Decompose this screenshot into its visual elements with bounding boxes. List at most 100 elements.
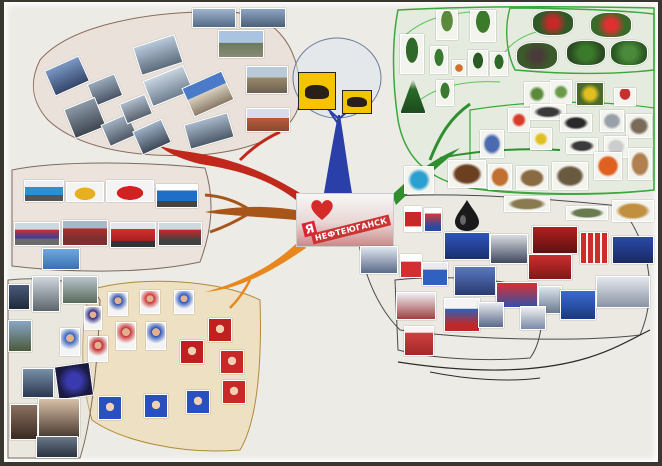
bird-photo [530, 104, 566, 120]
product-photo [396, 292, 436, 320]
animal-photo [448, 160, 486, 188]
bus-photo [156, 184, 198, 208]
product-photo [532, 226, 578, 254]
berry-photo [566, 40, 606, 66]
people-photo [116, 322, 136, 350]
tree-photo [468, 50, 488, 76]
building-photo [246, 108, 290, 132]
industry-photo [8, 320, 32, 352]
berry-photo [590, 12, 632, 38]
plant-photo [576, 82, 604, 106]
product-photo [360, 246, 398, 274]
product-photo [596, 276, 650, 308]
bird-photo [600, 110, 624, 132]
truck-photo [110, 222, 156, 248]
tree-trunk [324, 115, 352, 193]
product-photo [560, 290, 596, 320]
berry-photo [610, 40, 648, 66]
worker-photo [53, 361, 95, 401]
bus-photo [24, 180, 64, 202]
building-photo [246, 66, 288, 94]
animal-photo [594, 152, 622, 180]
mushroom-photo [614, 88, 636, 106]
people-photo [98, 396, 122, 420]
bird-photo [560, 114, 592, 132]
worker-photo [10, 404, 38, 440]
people-photo [222, 380, 246, 404]
people-photo [174, 290, 194, 314]
people-photo [88, 336, 108, 362]
fish-photo [612, 200, 654, 222]
plant-photo [452, 60, 466, 76]
bird-photo [626, 114, 652, 138]
car-photo [106, 180, 154, 202]
product-photo [520, 306, 546, 330]
people-photo [60, 328, 80, 356]
heart-icon [311, 200, 333, 220]
product-photo [422, 262, 448, 286]
car-photo [66, 182, 104, 202]
people-photo [220, 350, 244, 374]
train-photo [62, 220, 108, 246]
branch-people [205, 240, 306, 292]
berry-photo [532, 10, 574, 36]
truck-photo [158, 222, 202, 246]
building-photo [218, 30, 264, 58]
product-photo [490, 234, 528, 264]
worker-photo [36, 436, 78, 458]
animal-photo [516, 166, 548, 190]
train-photo [14, 222, 60, 246]
branch-industry [205, 206, 296, 220]
branch-transport [158, 145, 300, 200]
people-photo [186, 390, 210, 414]
bird-photo [508, 108, 530, 132]
tree-photo [490, 52, 508, 76]
plant-photo [550, 80, 572, 104]
plant-photo [524, 82, 550, 106]
building-photo [240, 8, 286, 28]
tree-photo [436, 10, 458, 40]
industry-photo [8, 284, 30, 310]
people-photo [108, 292, 128, 316]
worker-photo [22, 368, 54, 398]
people-photo [144, 394, 168, 418]
people-photo [146, 322, 166, 350]
bird-photo [530, 128, 552, 150]
people-photo [180, 340, 204, 364]
berry-photo [516, 42, 558, 70]
tree-photo [436, 80, 454, 106]
bird-photo [480, 130, 504, 158]
building-photo [192, 8, 236, 28]
city-emblem-small [342, 90, 372, 114]
region-outline-forest [506, 7, 655, 75]
people-photo [208, 318, 232, 342]
product-photo [612, 236, 654, 264]
product-photo [404, 206, 422, 232]
product-photo [528, 254, 572, 280]
tree-photo [430, 46, 448, 74]
tree-photo [400, 34, 424, 74]
bird-photo [566, 138, 598, 154]
animal-photo [488, 164, 512, 190]
monument-photo [32, 276, 60, 312]
fish-photo [504, 196, 550, 212]
people-photo [140, 290, 160, 314]
oil-drop-icon [455, 200, 479, 231]
product-photo [404, 326, 434, 356]
animal-photo [628, 148, 652, 180]
product-photo [400, 254, 422, 278]
fish-photo [566, 206, 608, 220]
product-photo [478, 302, 504, 328]
worker-photo [38, 398, 80, 438]
city-emblem [298, 72, 336, 110]
city-center-card: Я НЕФТЕЮГАНСК [296, 193, 394, 247]
product-photo [580, 232, 608, 264]
industry-photo [62, 276, 98, 304]
tree-photo [470, 10, 496, 42]
product-photo [424, 208, 442, 232]
product-photo [444, 298, 480, 332]
people-photo [84, 306, 102, 330]
drop-emblem [404, 166, 434, 194]
product-photo [444, 232, 490, 260]
